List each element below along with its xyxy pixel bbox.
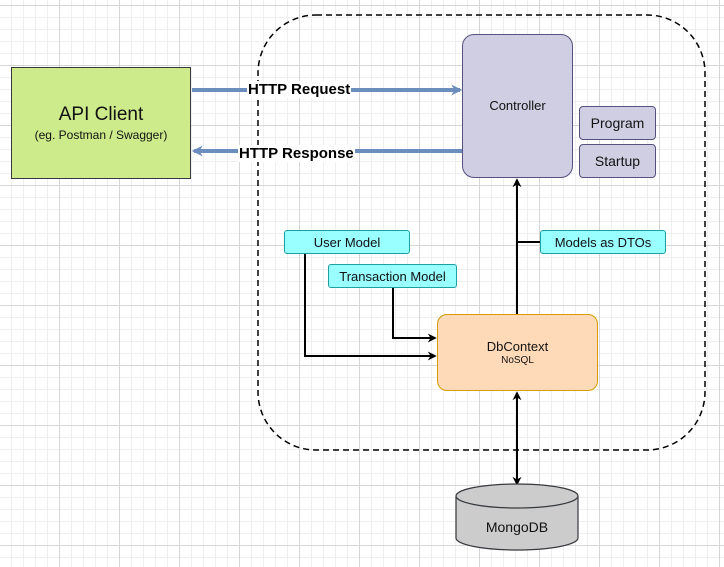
dbcontext-label: DbContext bbox=[486, 339, 549, 354]
program-label: Program bbox=[590, 115, 645, 131]
program-box: Program bbox=[579, 106, 656, 140]
api-boundary bbox=[257, 14, 706, 451]
api-client-subtitle: (eg. Postman / Swagger) bbox=[34, 128, 168, 142]
startup-label: Startup bbox=[594, 153, 641, 169]
http-request-label: HTTP Request bbox=[247, 81, 352, 98]
dbcontext-box: DbContext NoSQL bbox=[437, 314, 598, 391]
user-model-to-dbcontext-arrow bbox=[304, 254, 437, 361]
transaction-model-label: Transaction Model bbox=[339, 268, 446, 284]
dbcontext-sublabel: NoSQL bbox=[501, 355, 534, 366]
controller-box: Controller bbox=[462, 34, 573, 178]
transaction-model-box: Transaction Model bbox=[328, 264, 457, 288]
models-as-dtos-box: Models as DTOs bbox=[540, 230, 666, 254]
api-client-box: API Client (eg. Postman / Swagger) bbox=[11, 67, 191, 179]
http-response-label: HTTP Response bbox=[238, 145, 355, 162]
user-model-box: User Model bbox=[284, 230, 410, 254]
startup-box: Startup bbox=[579, 144, 656, 178]
user-model-label: User Model bbox=[313, 234, 381, 250]
mongodb-label: MongoDB bbox=[485, 519, 549, 535]
models-as-dtos-label: Models as DTOs bbox=[554, 234, 652, 250]
controller-label: Controller bbox=[489, 98, 546, 113]
mongodb-label-area: MongoDB bbox=[456, 512, 578, 542]
api-client-title: API Client bbox=[58, 104, 144, 125]
mongodb-cylinder bbox=[455, 483, 579, 551]
transaction-model-to-dbcontext-arrow bbox=[392, 288, 437, 343]
